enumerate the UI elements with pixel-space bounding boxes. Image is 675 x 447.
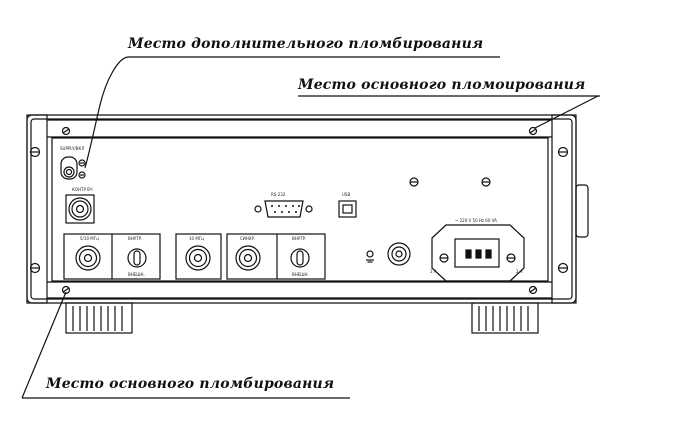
label-supply: SUPPLY/ВКЛ	[60, 146, 84, 151]
label-rs232: RS-232	[271, 192, 286, 197]
callout-main-seal-top: Место основного пломоирования	[298, 77, 586, 93]
label-external-1: ВНЕШН.	[128, 272, 145, 277]
sync-toggle-switch	[290, 248, 310, 268]
seal-screw-bottom-left	[61, 285, 71, 295]
top-callout-leader	[84, 56, 129, 169]
rf-monitor-bnc	[65, 194, 95, 224]
label-external-2: ВНЕШН.	[292, 272, 309, 277]
bottom-callout-leader	[21, 291, 67, 399]
label-fuse-right: 2 A	[516, 269, 523, 274]
ref-toggle-switch	[127, 248, 147, 268]
bnc-5-10-mhz	[75, 245, 101, 271]
bnc-sync	[235, 245, 261, 271]
label-internal-1: ВНУТР.	[128, 236, 142, 241]
label-sync: СИНХР.	[240, 236, 255, 241]
ground-terminal	[366, 242, 411, 266]
right-foot	[471, 302, 539, 334]
power-inlet	[431, 224, 525, 282]
left-rail	[26, 114, 48, 304]
label-usb: USB	[342, 192, 350, 197]
rear-panel	[51, 137, 549, 282]
rs232-connector	[254, 200, 313, 218]
callout-additional-seal: Место дополнительного пломбирования	[128, 36, 484, 52]
left-foot	[65, 302, 133, 334]
usb-port	[338, 200, 357, 218]
label-5-10-mhz: 5/10 МГц	[80, 236, 99, 241]
seal-screw-top-left	[61, 126, 71, 136]
label-fuse-left: 2 A	[430, 269, 437, 274]
right-callout-leader	[534, 95, 599, 129]
label-internal-2: ВНУТР.	[292, 236, 306, 241]
bnc-10-mhz	[185, 245, 211, 271]
seal-screw-top-right	[528, 126, 538, 136]
sync-bnc-group	[226, 233, 326, 280]
supply-switch	[60, 156, 86, 180]
label-power-rating: ~ 220 V 50 Hz 60 VA	[455, 218, 497, 223]
callout-main-seal-bottom: Место основного пломбирования	[46, 376, 335, 392]
seal-screw-bottom-right	[528, 285, 538, 295]
label-rf-monitor: КОНТР ВЧ	[72, 187, 93, 192]
label-10-mhz: 10 МГц	[189, 236, 204, 241]
